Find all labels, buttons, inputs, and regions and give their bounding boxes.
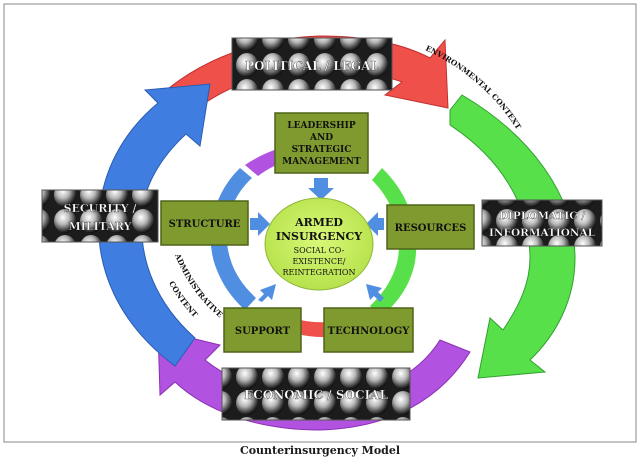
leadership-line-2: AND — [309, 133, 333, 143]
support-label: SUPPORT — [235, 326, 291, 337]
economic-social-box: ECONOMIC / SOCIAL — [221, 367, 411, 421]
diplomatic-label: DIPLOMATIC / — [499, 210, 585, 222]
arrow-from-structure — [250, 212, 270, 236]
leadership-line-4: MANAGEMENT — [282, 157, 361, 167]
leadership-line-3: STRATEGIC — [292, 145, 352, 155]
center-title-line-1: ARMED — [294, 216, 343, 229]
political-legal-box: POLITICAL / LEGAL — [231, 37, 393, 91]
center-sub-line-1: SOCIAL CO- — [294, 246, 345, 255]
security-label: SECURITY / — [64, 202, 138, 215]
structure-label: STRUCTURE — [169, 219, 241, 230]
informational-label: INFORMATIONAL — [489, 227, 596, 239]
center-sub-line-2: EXISTENCE/ — [292, 257, 345, 266]
military-label: MILITARY — [69, 220, 132, 233]
leadership-box: LEADERSHIP AND STRATEGIC MANAGEMENT — [274, 112, 369, 174]
blue-cycle-arrow — [98, 83, 211, 367]
structure-box: STRUCTURE — [160, 200, 249, 246]
center-circle: ARMED INSURGENCY SOCIAL CO- EXISTENCE/ R… — [264, 197, 374, 291]
leadership-line-1: LEADERSHIP — [287, 121, 356, 131]
arrow-from-resources — [366, 212, 384, 236]
arrow-from-support — [258, 284, 276, 302]
economic-social-label: ECONOMIC / SOCIAL — [244, 388, 388, 402]
technology-box: TECHNOLOGY — [323, 307, 414, 353]
arrow-from-leadership — [308, 178, 334, 200]
technology-label: TECHNOLOGY — [328, 326, 411, 337]
frame — [3, 3, 637, 443]
diplomatic-informational-box: DIPLOMATIC / INFORMATIONAL — [481, 199, 603, 247]
resources-label: RESOURCES — [395, 223, 467, 234]
center-sub-line-3: REINTEGRATION — [282, 268, 355, 277]
security-military-box: SECURITY / MILITARY — [41, 189, 159, 243]
center-title-line-2: INSURGENCY — [276, 230, 362, 243]
support-box: SUPPORT — [223, 307, 302, 353]
diagram-caption: Counterinsurgency Model — [239, 444, 401, 457]
political-legal-label: POLITICAL / LEGAL — [245, 59, 379, 73]
resources-box: RESOURCES — [386, 204, 475, 250]
arrow-from-technology — [366, 284, 384, 302]
